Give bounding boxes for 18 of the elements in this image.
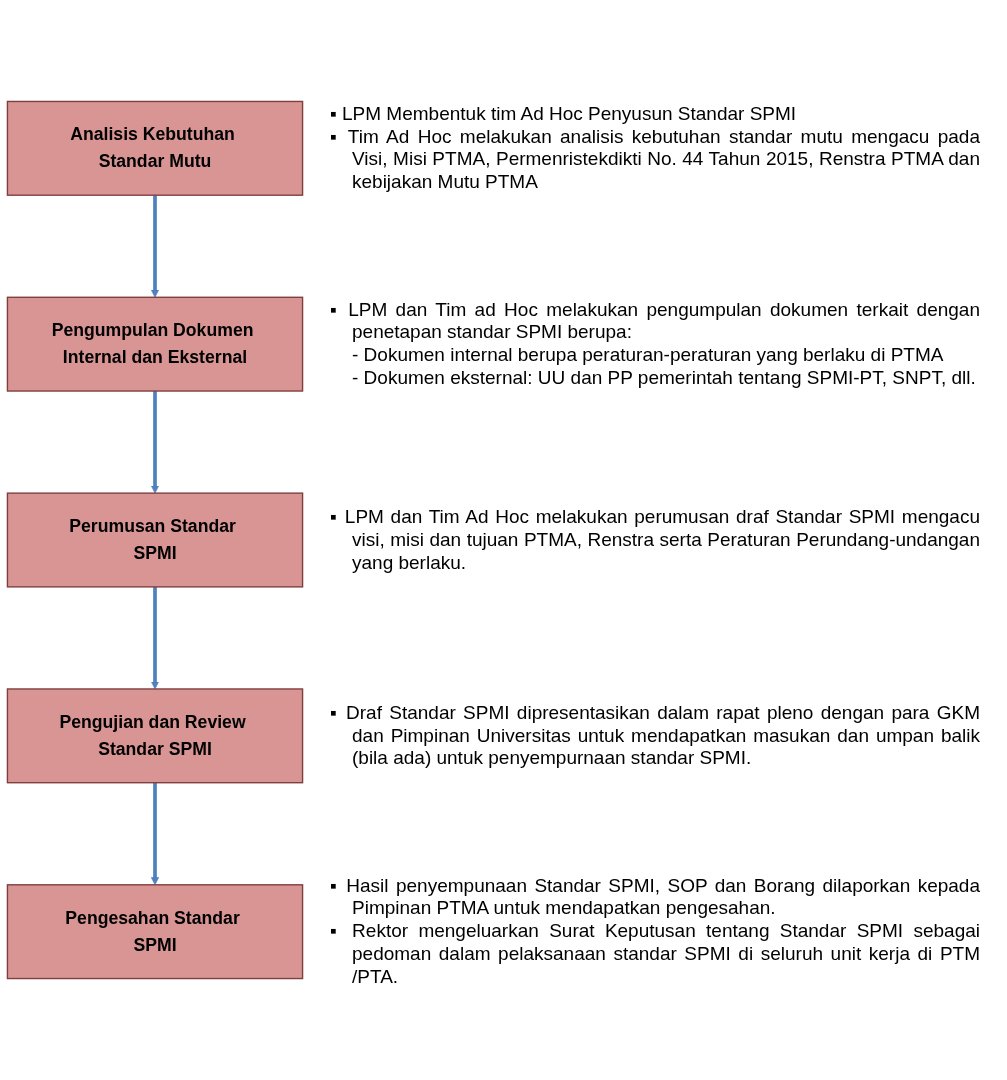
arrow: [150, 782, 160, 886]
bullet-text: ▪ Draf Standar SPMI dipresentasikan dalam rapat pleno dengan para GKM dan Pimpinan Universitas untuk mendapatkan masukan dan umpan balik (bila ada) untuk penyempurnaan standar SPMI.: [330, 701, 980, 771]
arrow: [150, 391, 160, 494]
bullet-text: - Dokumen internal berupa peraturan-peraturan yang berlaku di PTMA: [351, 344, 945, 368]
process-box: Pengesahan Standar SPMI: [6, 884, 304, 980]
arrow: [150, 586, 160, 690]
arrow: [150, 195, 160, 298]
process-box: Analisis Kebutuhan Standar Mutu: [6, 100, 304, 196]
bullet-text: - Dokumen eksternal: UU dan PP pemerintah tentang SPMI-PT, SNPT, dll.: [351, 367, 977, 390]
process-box: Pengumpulan Dokumen Internal dan Eksternal: [6, 296, 304, 392]
bullet-text: ▪ Hasil penyempunaan Standar SPMI, SOP dan Borang dilaporkan kepada Pimpinan PTMA untuk mendapatkan pengesahan.: [330, 874, 980, 921]
bullet-text: ▪ LPM Membentuk tim Ad Hoc Penyusun Standar SPMI: [330, 102, 798, 126]
bullet-text: ▪ Tim Ad Hoc melakukan analisis kebutuhan standar mutu mengacu pada Visi, Misi PTMA, Permenristekdikti No. 44 Tahun 2015, Renstra PTMA dan kebijakan Mutu PTMA: [330, 125, 980, 194]
bullet-text: ▪ LPM dan Tim Ad Hoc melakukan perumusan draf Standar SPMI mengacu visi, misi dan tujuan PTMA, Renstra serta Peraturan Perundang-undangan yang berlaku.: [330, 506, 980, 575]
process-box: Perumusan Standar SPMI: [6, 492, 304, 588]
bullet-text: ▪ Rektor mengeluarkan Surat Keputusan tentang Standar SPMI sebagai pedoman dalam pelaksanaan standar SPMI di seluruh unit kerja di PTM /PTA.: [330, 920, 980, 989]
bullet-text: ▪ LPM dan Tim ad Hoc melakukan pengumpulan dokumen terkait dengan penetapan standar SPMI berupa:: [330, 298, 980, 345]
process-box: Pengujian dan Review Standar SPMI: [6, 688, 304, 784]
